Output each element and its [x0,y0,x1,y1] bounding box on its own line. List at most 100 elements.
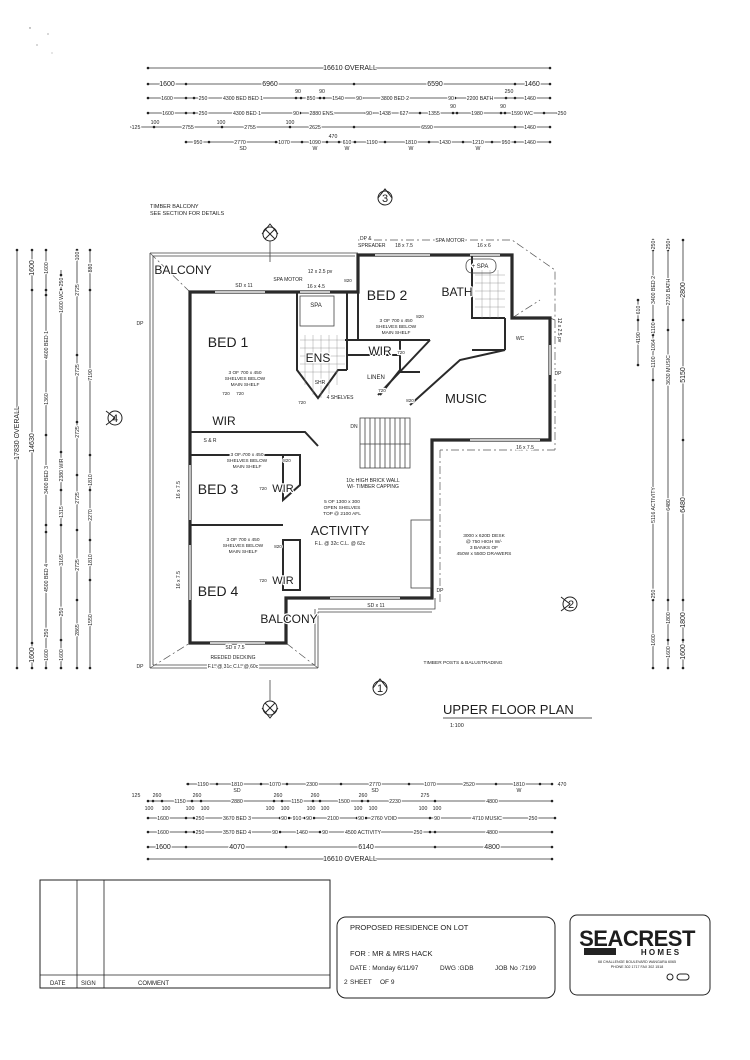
dimension-tick [184,816,188,820]
dimension-label: 250 [529,816,538,822]
dimension-tick [44,248,48,252]
dimension-tick [681,638,685,642]
dimension-label: W [345,146,350,152]
dimension-tick [30,248,34,252]
dimension-tick [433,799,437,803]
revision-header-sign: SIGN [81,981,96,987]
dimension-label: 1315 [59,506,65,518]
dimension-tick [548,82,552,86]
plan-note: 450W x 550D DRAWERS [457,551,512,557]
job-number: JOB No :7199 [495,965,536,972]
dimension-tick [312,816,316,820]
dimension-label: 1800 [680,612,687,628]
plan-note: SPREADER [358,243,386,249]
dimension-label: 100 [217,120,226,126]
scan-specks [29,27,53,54]
dimension-label: 2270 [88,509,94,521]
dimension-label: 1070 [278,140,290,146]
plan-note: W/- TIMBER CAPPING [347,484,399,490]
dimension-tick [651,333,655,337]
dimension-tick [146,830,150,834]
dimension-tick [318,799,322,803]
dimension-tick [339,782,343,786]
dimension-label: 1810 [231,782,243,788]
dimension-tick [300,140,304,144]
dimension-label: 250 [196,830,205,836]
dimension-label: 1600 [157,816,169,822]
dimension-tick [44,530,48,534]
dimension-tick [75,528,79,532]
dimension-tick [146,111,150,115]
dimension-label: 3400 BED 3 [44,466,50,494]
dimension-label: 950 [194,140,203,146]
plan-note: 12 x 2.5 pv [556,318,562,343]
dimension-label: 250 [666,241,672,250]
plan-note: 16 x 6 [477,243,491,249]
dimension-tick [651,348,655,352]
dimension-label: 90 [500,104,506,110]
plan-note: REEDED DECKING [210,655,255,661]
dimension-label: 100 [433,806,442,812]
dimension-tick [272,799,276,803]
dimension-tick [44,523,48,527]
dimension-tick [681,598,685,602]
title-block: PROPOSED RESIDENCE ON LOT FOR : MR & MRS… [336,916,556,999]
dimension-label: 2380 WIR [59,458,65,481]
dimension-tick [548,96,552,100]
dimension-tick [278,816,282,820]
dimension-label: 17830 OVERALL [14,406,21,460]
dimension-label: 2880 [231,799,243,805]
room-label-balcony-top: BALCONY [154,263,211,277]
dimension-label: 1540 [332,96,344,102]
dimension-tick [299,96,303,100]
dimension-tick [44,393,48,397]
room-label-activity: ACTIVITY [311,523,370,538]
dimension-tick [88,288,92,292]
dimension-label: 1600 [680,644,687,660]
plan-note: 16 x 7.5 [176,481,182,499]
dimension-tick [303,816,307,820]
dimension-label: 1070 [269,782,281,788]
dimension-label: 7190 [88,369,94,381]
plan-note: F.L. @ 31c C.L. @ 60c [208,664,259,670]
dimension-tick [259,782,263,786]
roof-line [149,239,556,669]
dimension-label: 950 [502,140,511,146]
dimension-label: 2725 [75,426,81,438]
plan-note: SD x 11 [235,283,253,289]
dimension-tick [59,488,63,492]
room-label-shr: SHR [315,380,326,386]
dimension-tick [184,111,188,115]
dimension-label: 90 [434,816,440,822]
dimension-tick [550,799,554,803]
dimension-tick [666,248,670,252]
dimension-label: 90 [306,816,312,822]
dimension-label: 2725 [75,364,81,376]
dimension-tick [364,816,368,820]
grid-marker-3: 3 [377,188,393,206]
dimension-tick [360,799,364,803]
dimension-tick [75,598,79,602]
dimension-tick [287,816,291,820]
dimension-label: W [476,146,481,152]
dimension-label: 1810 [405,140,417,146]
dimension-tick [44,288,48,292]
dimension-label: 1100 [651,322,657,333]
dimension-tick [428,816,432,820]
dimension-label: 1600 [29,260,36,276]
dimension-label: 260 [274,793,283,799]
dimension-tick [428,830,432,834]
dimension-tick [133,125,137,129]
plan-note: OPEN SHELVES [324,505,361,511]
dimension-label: 1210 [472,140,484,146]
dimension-tick [550,782,554,786]
dimension-label: 2625 [309,125,321,131]
dimension-tick [146,845,150,849]
dimension-label: 627 [400,111,409,117]
dimension-tick [504,96,508,100]
dimension-tick [75,288,79,292]
dimension-tick [186,782,190,786]
dimension-tick [666,598,670,602]
dimension-label: 1460 [524,125,536,131]
